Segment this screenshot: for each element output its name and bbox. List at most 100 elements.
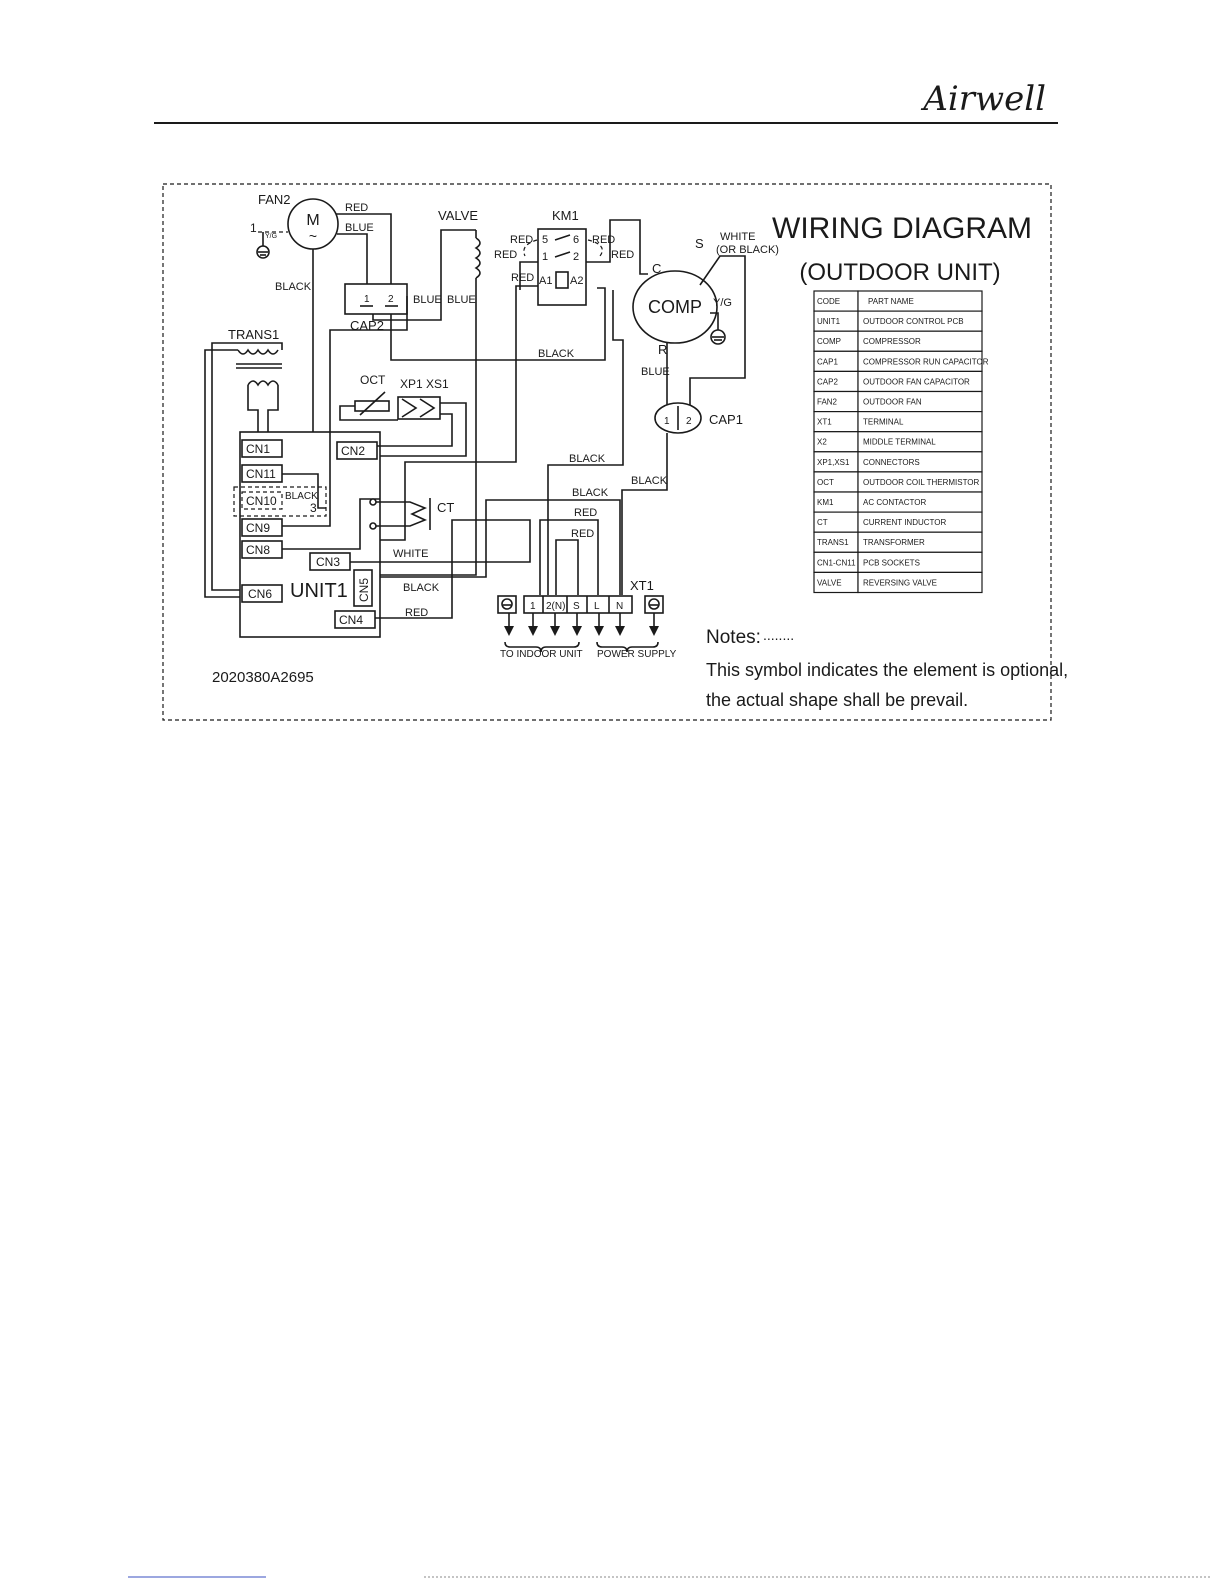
trans-secondary-right (267, 385, 279, 440)
cap2-blue-label: BLUE (413, 294, 442, 306)
km1-coil-icon (555, 271, 569, 289)
terminal-2n: 2(N) (546, 601, 565, 612)
legend-row: UNIT1 OUTDOOR CONTROL PCB (813, 310, 983, 332)
legend-part-name: TRANSFORMER (863, 538, 925, 547)
diagram-subtitle: (OUTDOOR UNIT) (799, 259, 1000, 286)
comp-ground-icon (710, 329, 726, 345)
cap2-box (344, 283, 408, 315)
cn5-black-label: BLACK (403, 582, 440, 594)
transformer-primary-icon (237, 348, 279, 355)
cn10-pin-label: 3 (310, 501, 317, 515)
cn4-red-wire (350, 519, 531, 619)
legend-code: CODE (817, 297, 840, 306)
cn5-socket (353, 569, 373, 607)
airwell-logo: Airwell (920, 79, 1046, 119)
cn3-label: CN3 (316, 555, 340, 569)
fan-yg-label: Y/G (265, 233, 277, 240)
cap1-black-wire (621, 433, 668, 595)
legend-part-name: OUTDOOR FAN CAPACITOR (863, 377, 970, 386)
cap2-pin2: 2 (388, 294, 394, 305)
oct-thermistor-icon (354, 400, 390, 412)
oct-wire-1 (380, 402, 467, 457)
trans1-label: TRANS1 (228, 327, 279, 342)
fan2-label: FAN2 (258, 192, 291, 207)
note-line-2: the actual shape shall be prevail. (706, 690, 968, 710)
terminal-block (523, 595, 633, 614)
km1-pin2: 2 (573, 251, 579, 263)
legend-code: UNIT1 (817, 317, 841, 326)
cn1-label: CN1 (246, 442, 270, 456)
comp-or-black-label: (OR BLACK) (716, 244, 779, 256)
legend-part-name: OUTDOOR FAN (863, 398, 922, 407)
km-red-in (519, 261, 538, 290)
valve-label: VALVE (438, 208, 478, 223)
km-black-label: BLACK (569, 453, 606, 465)
power-supply-label: POWER SUPPLY (597, 649, 677, 660)
terminal-red-label-1: RED (574, 507, 597, 519)
cap2-pin1: 1 (364, 294, 370, 305)
comp-pin-s: S (695, 236, 704, 251)
xt1-label: XT1 (630, 578, 654, 593)
cn11-wire (282, 473, 326, 509)
cn10-optional-outline (233, 486, 327, 517)
comp-pin-c: C (652, 261, 661, 276)
km-a1-wire (380, 285, 538, 541)
comp-label: COMP (648, 297, 702, 317)
legend-code: CN1-CN11 (817, 558, 856, 567)
terminal-red-wire-1 (539, 519, 599, 595)
km-red-4: RED (611, 249, 634, 261)
cn10-black-label: BLACK (285, 491, 318, 502)
black-label-a2: BLACK (538, 348, 575, 360)
legend-part-name: COMPRESSOR (863, 337, 921, 346)
comp-pin-r: R (658, 342, 667, 357)
legend-part-name: COMPRESSOR RUN CAPACITOR (863, 357, 989, 366)
legend-code: CAP1 (817, 357, 838, 366)
cn5-label: CN5 (357, 578, 371, 602)
km1-a2: A2 (570, 275, 583, 287)
cn10-socket (241, 491, 283, 510)
cn2-socket (336, 441, 378, 460)
km1-pin6: 6 (573, 234, 579, 246)
cn4-label: CN4 (339, 613, 363, 627)
cn8-label: CN8 (246, 543, 270, 557)
compressor-icon (632, 270, 718, 344)
cn8-wire (282, 498, 380, 550)
valve-blue-label: BLUE (447, 294, 476, 306)
drawing-number: 2020380A2695 (212, 669, 314, 686)
legend-part-name: OUTDOOR CONTROL PCB (863, 317, 964, 326)
cap1-label: CAP1 (709, 412, 743, 427)
ct-terminal-top (369, 498, 377, 506)
km1-pin5: 5 (542, 234, 548, 246)
to-indoor-label: TO INDOOR UNIT (500, 649, 583, 660)
xs1-label: XS1 (426, 377, 449, 391)
oct-label: OCT (360, 373, 386, 387)
terminal-s: S (573, 601, 580, 612)
valve-blue-wire-1 (372, 229, 476, 321)
km1-box (537, 228, 587, 306)
cn3-white-label: WHITE (393, 548, 428, 560)
note-line-1: This symbol indicates the element is opt… (706, 660, 1068, 680)
fan-red-wire (336, 213, 392, 284)
diagram-title: WIRING DIAGRAM (772, 212, 1032, 245)
cap1-pin1: 1 (664, 416, 670, 427)
cn9-label: CN9 (246, 521, 270, 535)
legend-code: XT1 (817, 418, 832, 427)
km1-a1: A1 (539, 275, 552, 287)
trans-wire-inner (211, 342, 283, 591)
km-red-1: RED (510, 234, 533, 246)
legend-code: KM1 (817, 498, 834, 507)
cap1-black-label: BLACK (631, 475, 668, 487)
km-red-5: RED (511, 272, 534, 284)
cn2-label: CN2 (341, 444, 365, 458)
cn9-socket (241, 518, 283, 537)
